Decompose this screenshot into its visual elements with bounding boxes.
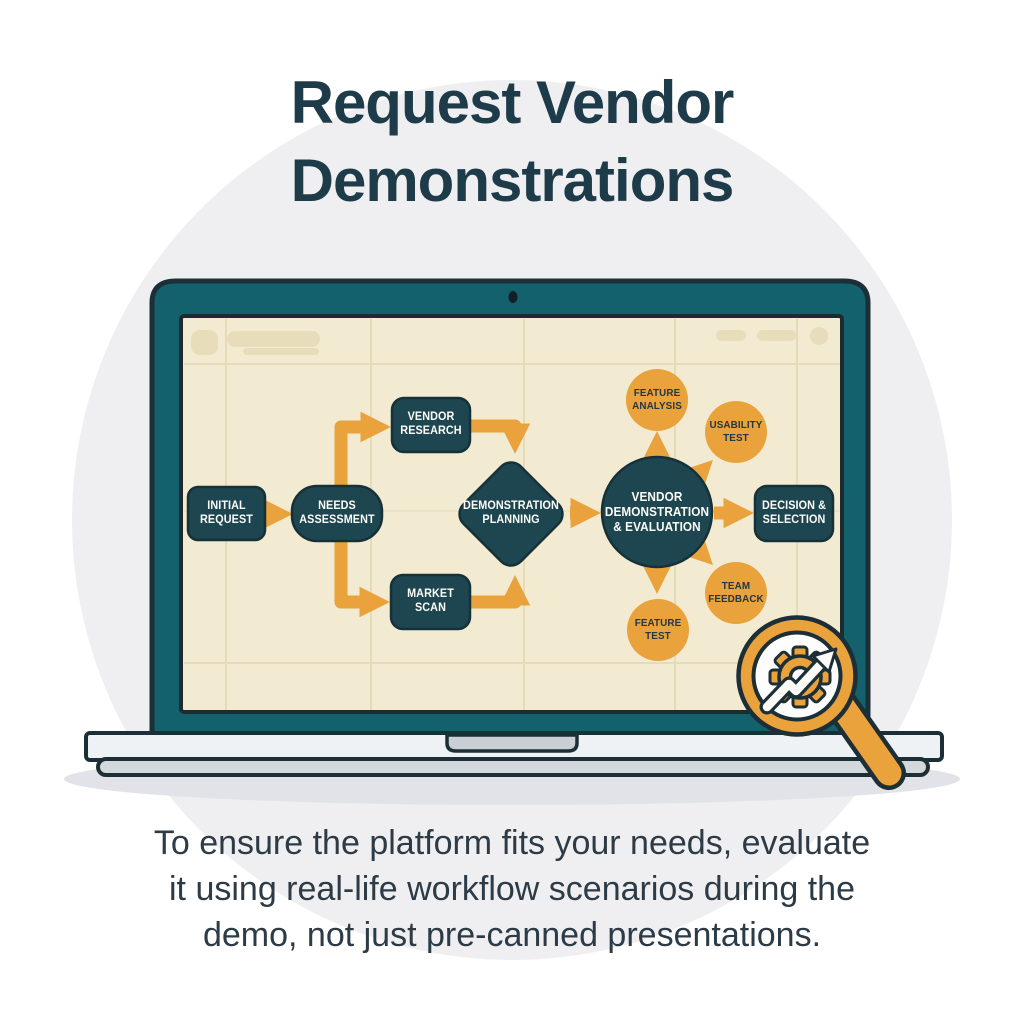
arrow-needs-to-research	[334, 411, 391, 489]
node-feature-analysis-label: FEATURE ANALYSIS	[632, 387, 682, 412]
arrow-research-to-planning	[470, 419, 531, 454]
node-initial-request-label: INITIAL REQUEST	[200, 499, 253, 526]
node-demonstration-planning-shape	[458, 461, 564, 567]
magnifier-gear-icon	[736, 615, 906, 790]
node-usability-test-shape	[705, 401, 767, 463]
node-market-scan-shape	[389, 573, 472, 631]
node-feature-test-label: FEATURE TEST	[634, 617, 682, 642]
page-title: Request Vendor Demonstrations	[290, 69, 735, 214]
node-vendor-demo-eval-label: VENDOR DEMONSTRATION & EVALUATION	[604, 489, 710, 534]
laptop-base	[84, 731, 944, 777]
placeholder-menu-bar-1	[716, 330, 746, 341]
webcam-icon	[508, 291, 518, 303]
placeholder-avatar-small	[810, 327, 828, 345]
orange-nodes	[626, 369, 767, 661]
node-decision-selection-label: DECISION & SELECTION	[761, 499, 827, 526]
node-needs-assessment-shape	[290, 484, 384, 543]
node-needs-assessment-label: NEEDS ASSESSMENT	[299, 499, 375, 526]
trend-arrow-icon	[759, 647, 838, 715]
node-team-feedback-label: TEAM FEEDBACK	[708, 580, 764, 605]
node-usability-test-label: USABILITY TEST	[709, 419, 763, 444]
node-vendor-demo-eval-shape	[600, 455, 714, 569]
magnifier-ring-inner-outline	[751, 630, 843, 722]
placeholder-title-bar	[227, 331, 320, 347]
placeholder-avatar	[191, 330, 218, 355]
arrow-scan-to-planning	[470, 575, 531, 609]
node-vendor-research-label: VENDOR RESEARCH	[400, 411, 462, 437]
node-vendor-research-shape	[390, 396, 472, 454]
node-initial-request-shape	[186, 485, 267, 542]
arrow-needs-to-scan	[334, 540, 390, 618]
placeholder-subtitle-bar	[243, 348, 319, 355]
node-team-feedback-shape	[705, 562, 767, 624]
node-feature-test-shape	[627, 599, 689, 661]
magnifier-handle	[829, 693, 902, 786]
magnifier-ring-outer-outline	[736, 615, 858, 737]
screen-header-placeholders	[191, 327, 828, 355]
flow-nodes	[186, 396, 835, 631]
laptop-base-lip	[96, 757, 930, 777]
placeholder-menu-bar-2	[757, 330, 796, 341]
node-feature-analysis-shape	[626, 369, 688, 431]
node-decision-selection-shape	[753, 484, 835, 543]
trackpad-notch	[445, 733, 579, 753]
node-demonstration-planning-label: DEMONSTRATION PLANNING	[463, 500, 559, 526]
caption-text: To ensure the platform fits your needs, …	[153, 824, 871, 955]
node-market-scan-label: MARKET SCAN	[407, 588, 454, 614]
